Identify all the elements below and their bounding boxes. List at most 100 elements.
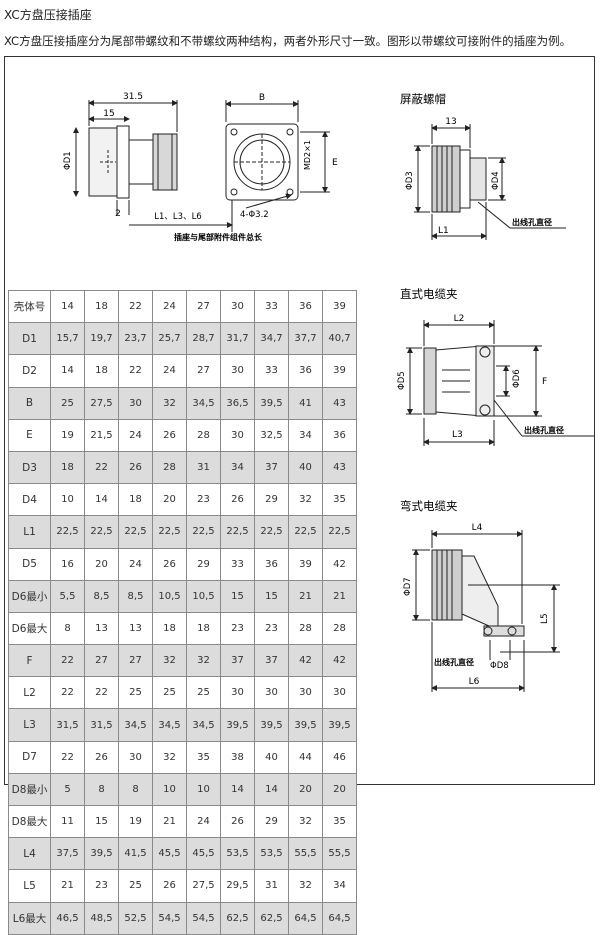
table-cell: 42 (322, 547, 357, 581)
row-header: L4 (8, 837, 51, 871)
table-cell: 28 (152, 450, 187, 485)
table-cell: 10,5 (186, 579, 221, 613)
table-cell: 30 (220, 418, 255, 452)
cap-drawing (414, 124, 566, 240)
table-cell: 45,5 (186, 837, 221, 871)
table-cell: 39,5 (288, 708, 323, 742)
table-cell: 27,5 (186, 869, 221, 903)
table-cell: 35 (186, 740, 221, 774)
table-cell: 32 (288, 483, 323, 517)
row-header: D7 (8, 740, 51, 774)
cap-dim-l1-label: L1 (438, 226, 449, 236)
table-cell: 31,7 (220, 322, 255, 356)
table-cell: 21 (152, 804, 187, 839)
table-cell: 16 (50, 547, 85, 581)
table-cell: 22,5 (118, 515, 153, 549)
table-cell: 34,5 (118, 708, 153, 742)
table-cell: 18 (84, 354, 119, 388)
table-cell: 22,5 (288, 515, 323, 549)
row-header: L3 (8, 708, 51, 742)
table-cell: 10 (152, 772, 187, 807)
row-header: L6最大 (8, 901, 51, 935)
table-cell: 30 (220, 354, 255, 388)
table-cell: 30 (118, 386, 153, 420)
table-cell: 39,5 (84, 837, 119, 871)
page-title: XC方盘压接插座 (4, 8, 92, 22)
table-cell: 30 (322, 676, 357, 710)
table-cell: 32 (186, 644, 221, 678)
table-cell: 10 (186, 772, 221, 807)
table-cell: 22,5 (152, 515, 187, 549)
table-cell: 27 (186, 354, 221, 388)
table-cell: 22 (50, 740, 85, 774)
row-header: B (8, 386, 51, 420)
table-cell: 28 (322, 611, 357, 646)
row-header: L2 (8, 676, 51, 710)
table-cell: 38 (220, 740, 255, 774)
table-cell: 24 (118, 547, 153, 581)
table-cell: 30 (220, 676, 255, 710)
table-cell: 32 (288, 804, 323, 839)
table-cell: 32,5 (254, 418, 289, 452)
table-cell: 26 (152, 418, 187, 452)
table-cell: 23 (186, 483, 221, 517)
table-cell: 22,5 (84, 515, 119, 549)
dim-e-label: E (332, 158, 338, 168)
table-cell: 24 (118, 418, 153, 452)
table-cell: 20 (152, 483, 187, 517)
table-cell: 34,5 (186, 386, 221, 420)
table-cell: 55,5 (322, 837, 357, 871)
table-cell: 39 (288, 547, 323, 581)
table-cell: 23,7 (118, 322, 153, 356)
table-cell: 15 (254, 579, 289, 613)
row-header: D2 (8, 354, 51, 388)
table-cell: 5 (50, 772, 85, 807)
table-cell: 39,5 (254, 386, 289, 420)
dim-b-label: B (259, 93, 265, 103)
table-cell: 25,7 (152, 322, 187, 356)
dim-15-label: 15 (103, 109, 114, 119)
table-cell: 22,5 (50, 515, 85, 549)
table-cell: 64,5 (288, 901, 323, 935)
main-front-view (225, 100, 330, 209)
table-cell: 8,5 (118, 579, 153, 613)
table-cell: 27 (84, 644, 119, 678)
table-cell: 44 (288, 740, 323, 774)
table-cell: 14 (84, 483, 119, 517)
table-cell: 30 (288, 676, 323, 710)
row-header: D8最小 (8, 772, 51, 807)
table-cell: 54,5 (152, 901, 187, 935)
straight-dim-l2-label: L2 (454, 314, 465, 324)
bent-phi-d7-label: ΦD7 (403, 577, 413, 596)
table-cell: 36,5 (220, 386, 255, 420)
table-cell: 62,5 (220, 901, 255, 935)
table-cell: 29,5 (220, 869, 255, 903)
table-cell: 34 (322, 869, 357, 903)
table-cell: 26 (152, 869, 187, 903)
row-header: L5 (8, 869, 51, 903)
holes-label: 4-Φ3.2 (240, 210, 269, 220)
row-header: D8最大 (8, 804, 51, 839)
table-cell: 36 (288, 289, 323, 324)
table-cell: 34,7 (254, 322, 289, 356)
table-cell: 39,5 (220, 708, 255, 742)
table-cell: 18 (186, 611, 221, 646)
cap-caption: 屏蔽螺帽 (400, 92, 446, 106)
table-cell: 23 (84, 869, 119, 903)
row-header: D1 (8, 322, 51, 356)
table-cell: 22 (118, 354, 153, 388)
table-cell: 15 (220, 579, 255, 613)
straight-dim-f-label: F (542, 377, 547, 387)
table-cell: 52,5 (118, 901, 153, 935)
table-cell: 46,5 (50, 901, 85, 935)
main-side-view (73, 100, 233, 232)
table-cell: 15,7 (50, 322, 85, 356)
table-cell: 25 (118, 676, 153, 710)
table-cell: 31 (186, 450, 221, 485)
